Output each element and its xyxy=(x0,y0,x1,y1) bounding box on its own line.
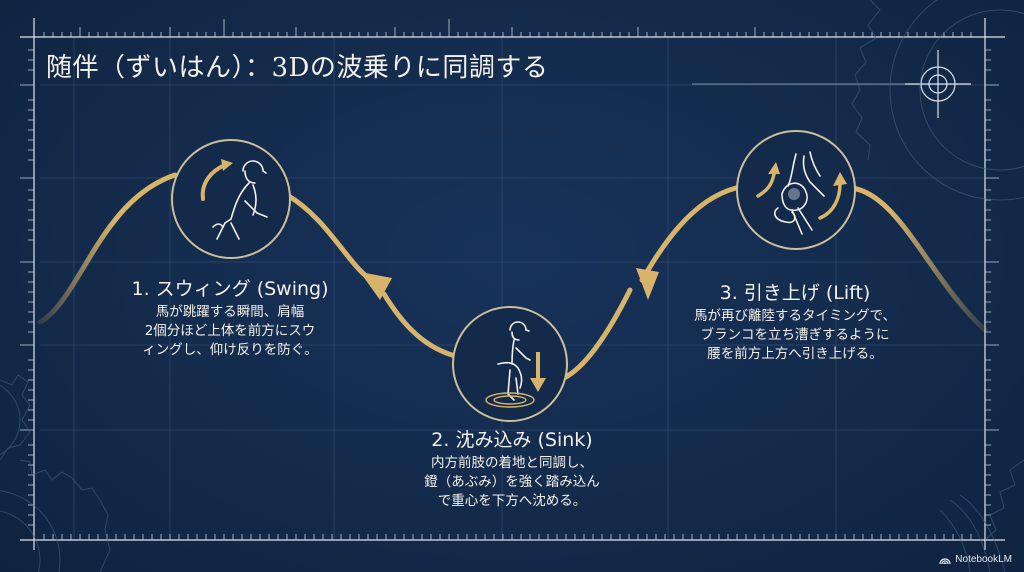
desc-line: ィングし、仰け反りを防ぐ。 xyxy=(142,342,318,358)
wave-curve xyxy=(37,172,988,381)
rider-sinking-icon xyxy=(485,321,546,408)
desc-line: 馬が再び離陸するタイミングで、 xyxy=(694,308,896,324)
grid-lines xyxy=(40,37,985,540)
step-description: 馬が跳躍する瞬間、肩幅 2個分ほど上体を前方にスウ ィングし、仰け反りを防ぐ。 xyxy=(110,303,350,360)
pelvis-lift-icon xyxy=(756,151,847,235)
arrow-down-right-icon xyxy=(360,272,392,300)
desc-line: ブランコを立ち漕ぎするように xyxy=(700,327,890,343)
desc-line: 馬が跳躍する瞬間、肩幅 xyxy=(155,304,305,320)
top-ruler xyxy=(20,18,1005,550)
step-description: 馬が再び離陸するタイミングで、 ブランコを立ち漕ぎするように 腰を前方上方へ引き… xyxy=(660,307,930,364)
slide-title: 随伴（ずいはん）：3Dの波乗りに同調する xyxy=(46,53,549,83)
brand-label: NotebookLM xyxy=(955,554,1012,565)
crosshair-icon xyxy=(692,50,971,118)
lift-icon-circle xyxy=(736,130,856,250)
swing-icon-circle xyxy=(171,139,291,259)
notebooklm-logo-icon xyxy=(939,557,951,564)
sink-icon-circle xyxy=(452,306,568,422)
step-heading: 1. スウィング (Swing) xyxy=(131,278,329,300)
desc-line: 内方前肢の着地と同調し、 xyxy=(431,455,593,471)
ruler-ticks xyxy=(20,19,999,540)
rider-leaning-forward-icon xyxy=(200,159,268,240)
arrow-up-right-icon xyxy=(636,268,659,300)
desc-line: で重心を下方へ沈める。 xyxy=(437,493,587,509)
step-sink: 2. 沈み込み (Sink) 内方前肢の着地と同調し、 鐙（あぶみ）を強く踏み込… xyxy=(392,425,632,511)
step-description: 内方前肢の着地と同調し、 鐙（あぶみ）を強く踏み込ん で重心を下方へ沈める。 xyxy=(392,454,632,511)
notebooklm-watermark: NotebookLM xyxy=(939,554,1012,565)
step-heading: 3. 引き上げ (Lift) xyxy=(719,282,871,304)
wave-path xyxy=(37,172,988,381)
desc-line: 鐙（あぶみ）を強く踏み込ん xyxy=(424,474,600,490)
step-lift: 3. 引き上げ (Lift) 馬が再び離陸するタイミングで、 ブランコを立ち漕ぎ… xyxy=(660,278,930,364)
step-heading: 2. 沈み込み (Sink) xyxy=(431,429,593,451)
step-swing: 1. スウィング (Swing) 馬が跳躍する瞬間、肩幅 2個分ほど上体を前方に… xyxy=(110,274,350,360)
desc-line: 腰を前方上方へ引き上げる。 xyxy=(707,346,883,362)
desc-line: 2個分ほど上体を前方にスウ xyxy=(144,323,316,339)
